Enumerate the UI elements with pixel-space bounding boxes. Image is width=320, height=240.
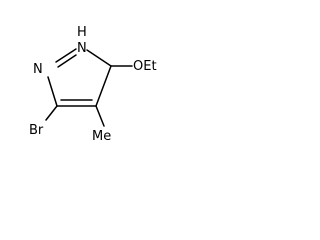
bond-c4-me [95,105,105,127]
atom-label-me: Me [92,129,111,144]
bond-n1-c3 [47,76,58,107]
atom-label-n1: N [33,62,43,77]
bond-n1-n2-inner [57,54,77,68]
bond-c5-n2 [86,49,112,67]
bond-c3-br [45,105,58,121]
atom-label-h: H [77,25,87,40]
bond-n1-n2 [55,48,77,63]
atom-label-br: Br [29,123,44,138]
atom-label-oet: OEt [133,59,157,74]
pyrazole-structure: N N H OEt Br Me [29,25,157,144]
bond-c4-c5 [95,65,112,107]
atom-label-n2: N [77,41,87,56]
structure-diagram: N N H OEt Br Me [0,0,205,169]
